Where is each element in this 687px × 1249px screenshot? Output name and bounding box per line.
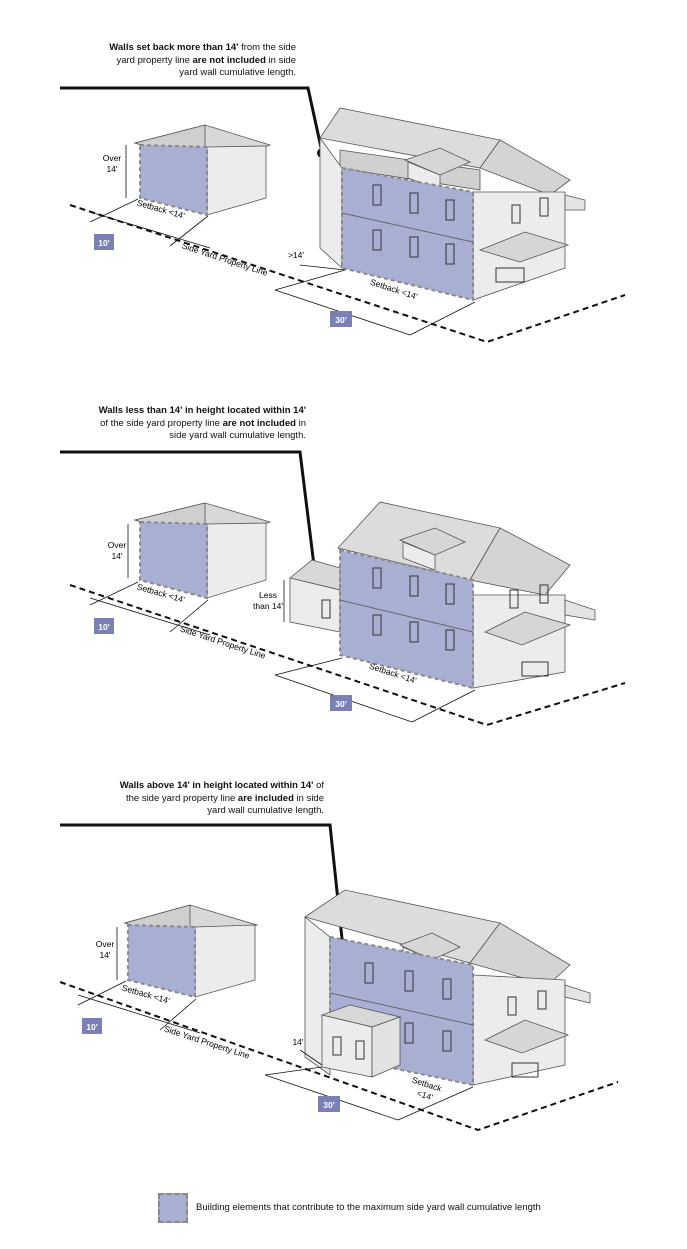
svg-text:10': 10' <box>86 1022 97 1032</box>
panel-2: Walls less than 14' in height located wi… <box>0 400 687 760</box>
property-line-label: Side Yard Property Line <box>179 624 267 661</box>
panel-1-caption: Walls set back more than 14' from the si… <box>109 42 296 78</box>
garage-height-label: Over <box>103 153 122 163</box>
panel-2-caption: Walls less than 14' in height located wi… <box>98 405 306 441</box>
garage-height-label: Over <box>96 939 115 949</box>
garage-side-wall <box>206 145 267 216</box>
house <box>319 107 586 302</box>
svg-text:than 14': than 14' <box>253 601 283 611</box>
svg-text:14': 14' <box>111 551 122 561</box>
garage-side-wall <box>194 924 256 998</box>
svg-text:14': 14' <box>106 164 117 174</box>
garage-dimension-box <box>82 1018 102 1034</box>
wing-height-label: Less <box>259 590 277 600</box>
house-dimension-box <box>318 1096 340 1112</box>
garage-side-wall <box>206 522 267 599</box>
porch-roof <box>483 1019 570 1054</box>
svg-text:10': 10' <box>98 238 109 248</box>
svg-text:30': 30' <box>323 1100 334 1110</box>
house <box>289 501 596 690</box>
panel-3-caption: Walls above 14' in height located within… <box>119 780 324 816</box>
garage-height-label: Over <box>108 540 127 550</box>
house-dimension-box <box>330 695 352 711</box>
panel-1-diagram: Over 14' Setb <box>60 86 626 344</box>
garage <box>133 124 272 217</box>
property-line-label: Side Yard Property Line <box>163 1024 251 1061</box>
house-offset-label: 14' <box>292 1037 303 1047</box>
house-offset-label: >14' <box>288 250 304 260</box>
garage <box>123 904 259 999</box>
panel-3-diagram: Over 14' <box>59 823 619 1132</box>
legend-text: Building elements that contribute to the… <box>196 1202 541 1213</box>
svg-text:30': 30' <box>335 699 346 709</box>
house-dimension-box <box>330 311 352 327</box>
svg-text:14': 14' <box>99 950 110 960</box>
svg-text:10': 10' <box>98 622 109 632</box>
panel-1: Walls set back more than 14' from the si… <box>0 0 687 360</box>
property-line <box>59 981 619 1132</box>
panel-3: Walls above 14' in height located within… <box>0 775 687 1155</box>
porch-roof <box>483 611 572 646</box>
legend-swatch <box>158 1193 188 1223</box>
garage-highlight-wall <box>139 520 208 600</box>
house <box>304 889 591 1087</box>
property-line-label: Side Yard Property Line <box>181 241 269 278</box>
leader-line <box>60 450 320 599</box>
svg-text:30': 30' <box>335 315 346 325</box>
garage-dimension-box <box>94 234 114 250</box>
panel-2-diagram: Over 14' Less than 14' <box>60 450 626 727</box>
garage-highlight-wall <box>127 923 196 999</box>
garage <box>133 502 272 600</box>
house-highlight-wall <box>341 166 474 302</box>
garage-highlight-wall <box>139 143 208 217</box>
svg-text:<14': <14' <box>416 1088 435 1103</box>
garage-dimension-box <box>94 618 114 634</box>
leader-line <box>60 86 324 153</box>
house-rear-wall <box>319 136 343 269</box>
porch-roof <box>478 231 570 263</box>
legend: Building elements that contribute to the… <box>158 1193 678 1225</box>
